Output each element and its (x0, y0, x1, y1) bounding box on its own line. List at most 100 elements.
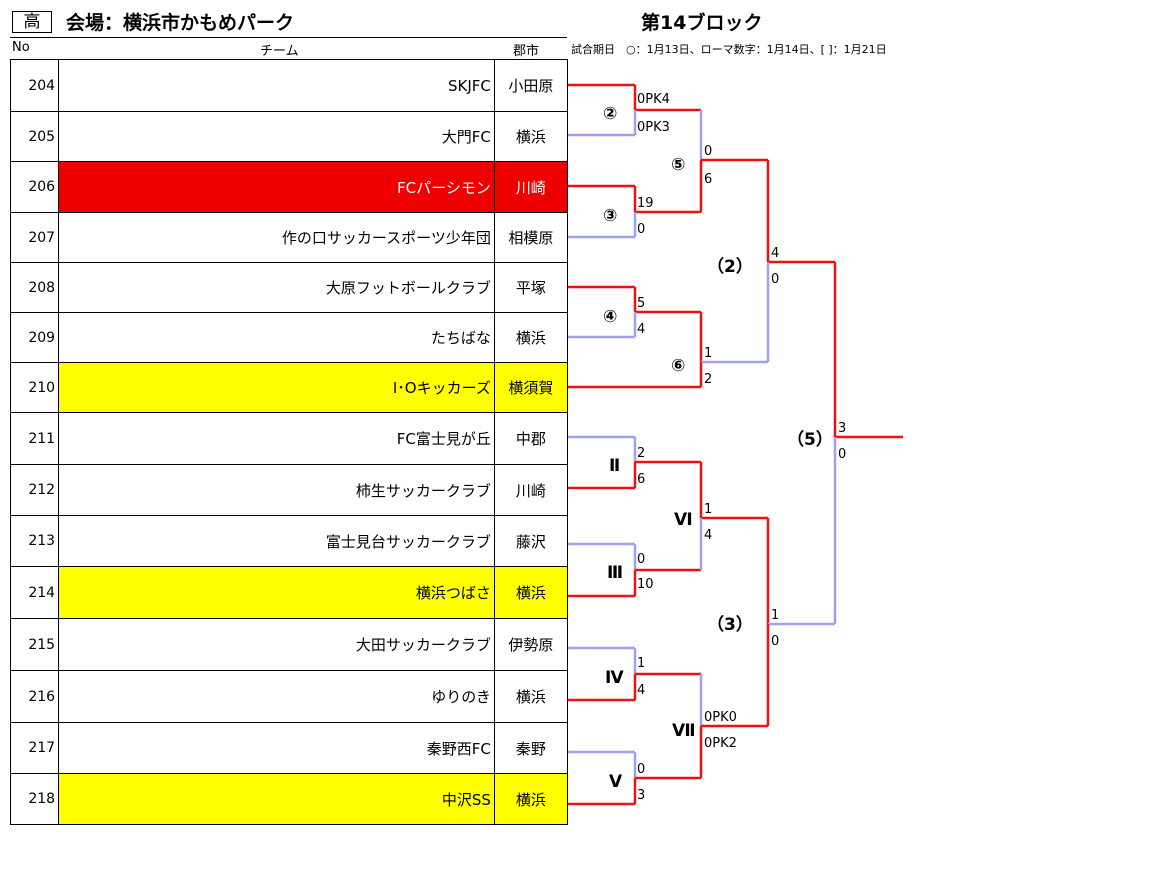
team-name-cell: 大田サッカークラブ (58, 618, 495, 671)
score-label: 0PK4 (637, 92, 670, 107)
score-label: 1 (704, 346, 712, 361)
score-label: 4 (771, 246, 779, 261)
round-label: ⑤ (671, 155, 685, 175)
score-label: 0 (637, 762, 645, 777)
round-label: （5） (787, 429, 833, 450)
table-header: No チーム 郡市 (10, 37, 567, 60)
score-label: 0PK0 (704, 710, 737, 725)
team-no-cell: 209 (9, 312, 60, 363)
venue-title: 会場：横浜市かもめパーク (66, 12, 295, 34)
round-label: Ⅲ (607, 563, 623, 583)
round-label: Ⅴ (609, 772, 623, 792)
team-name-cell: 富士見台サッカークラブ (58, 515, 495, 567)
team-no-cell: 204 (9, 59, 60, 112)
team-name-cell: 作の口サッカースポーツ少年団 (58, 212, 495, 263)
team-no-cell: 205 (9, 111, 60, 162)
score-label: 6 (637, 472, 645, 487)
team-city-cell: 秦野 (493, 722, 569, 774)
team-no-cell: 206 (9, 161, 60, 213)
score-label: 2 (637, 446, 645, 461)
col-team-header: チーム (260, 44, 299, 59)
team-name-cell: I･Oキッカーズ (58, 362, 495, 413)
team-name-cell: 柿生サッカークラブ (58, 464, 495, 516)
team-no-cell: 210 (9, 362, 60, 413)
score-label: 4 (637, 683, 645, 698)
team-name-cell: たちばな (58, 312, 495, 363)
team-name-cell: 横浜つばさ (58, 566, 495, 619)
team-city-cell: 相模原 (493, 212, 569, 263)
team-no-cell: 216 (9, 670, 60, 723)
round-label: ④ (603, 307, 617, 327)
score-label: 0 (771, 634, 779, 649)
team-no-cell: 217 (9, 722, 60, 774)
team-name-cell: FC富士見が丘 (58, 412, 495, 465)
round-label: （2） (707, 256, 753, 277)
score-label: 2 (704, 372, 712, 387)
score-label: 4 (637, 322, 645, 337)
score-label: 1 (637, 656, 645, 671)
score-label: 5 (637, 296, 645, 311)
team-name-cell: 中沢SS (58, 773, 495, 825)
team-city-cell: 横浜 (493, 111, 569, 162)
team-no-cell: 214 (9, 566, 60, 619)
score-label: 0 (637, 552, 645, 567)
team-no-cell: 208 (9, 262, 60, 313)
team-no-cell: 213 (9, 515, 60, 567)
team-city-cell: 中郡 (493, 412, 569, 465)
team-city-cell: 横浜 (493, 773, 569, 825)
team-no-cell: 218 (9, 773, 60, 825)
score-label: 0 (704, 144, 712, 159)
team-no-cell: 207 (9, 212, 60, 263)
team-city-cell: 藤沢 (493, 515, 569, 567)
round-label: （3） (707, 614, 753, 635)
score-label: 10 (637, 577, 654, 592)
round-label: ② (603, 104, 617, 124)
score-label: 0 (838, 447, 846, 462)
round-label: Ⅶ (672, 721, 696, 741)
round-label: ⑥ (671, 356, 685, 376)
grade-box: 高 (12, 11, 52, 33)
team-city-cell: 横須賀 (493, 362, 569, 413)
date-legend: 試合期日 ○：1月13日、ローマ数字：1月14日、[ ]：1月21日 (571, 43, 887, 56)
score-label: 0PK2 (704, 736, 737, 751)
score-label: 4 (704, 528, 712, 543)
team-no-cell: 215 (9, 618, 60, 671)
team-no-cell: 212 (9, 464, 60, 516)
score-label: 19 (637, 196, 654, 211)
team-city-cell: 横浜 (493, 312, 569, 363)
team-city-cell: 横浜 (493, 670, 569, 723)
round-label: ③ (603, 206, 617, 226)
block-title: 第14ブロック (641, 12, 763, 34)
score-label: 0 (771, 272, 779, 287)
score-label: 0PK3 (637, 120, 670, 135)
score-label: 1 (771, 608, 779, 623)
round-label: Ⅵ (674, 510, 693, 530)
score-label: 0 (637, 222, 645, 237)
team-name-cell: ゆりのき (58, 670, 495, 723)
team-city-cell: 横浜 (493, 566, 569, 619)
score-label: 1 (704, 502, 712, 517)
team-city-cell: 平塚 (493, 262, 569, 313)
round-label: Ⅱ (609, 456, 620, 476)
team-no-cell: 211 (9, 412, 60, 465)
col-city-header: 郡市 (513, 44, 540, 59)
score-label: 3 (838, 421, 846, 436)
score-label: 6 (704, 172, 712, 187)
team-name-cell: FCパーシモン (58, 161, 495, 213)
score-label: 3 (637, 788, 645, 803)
